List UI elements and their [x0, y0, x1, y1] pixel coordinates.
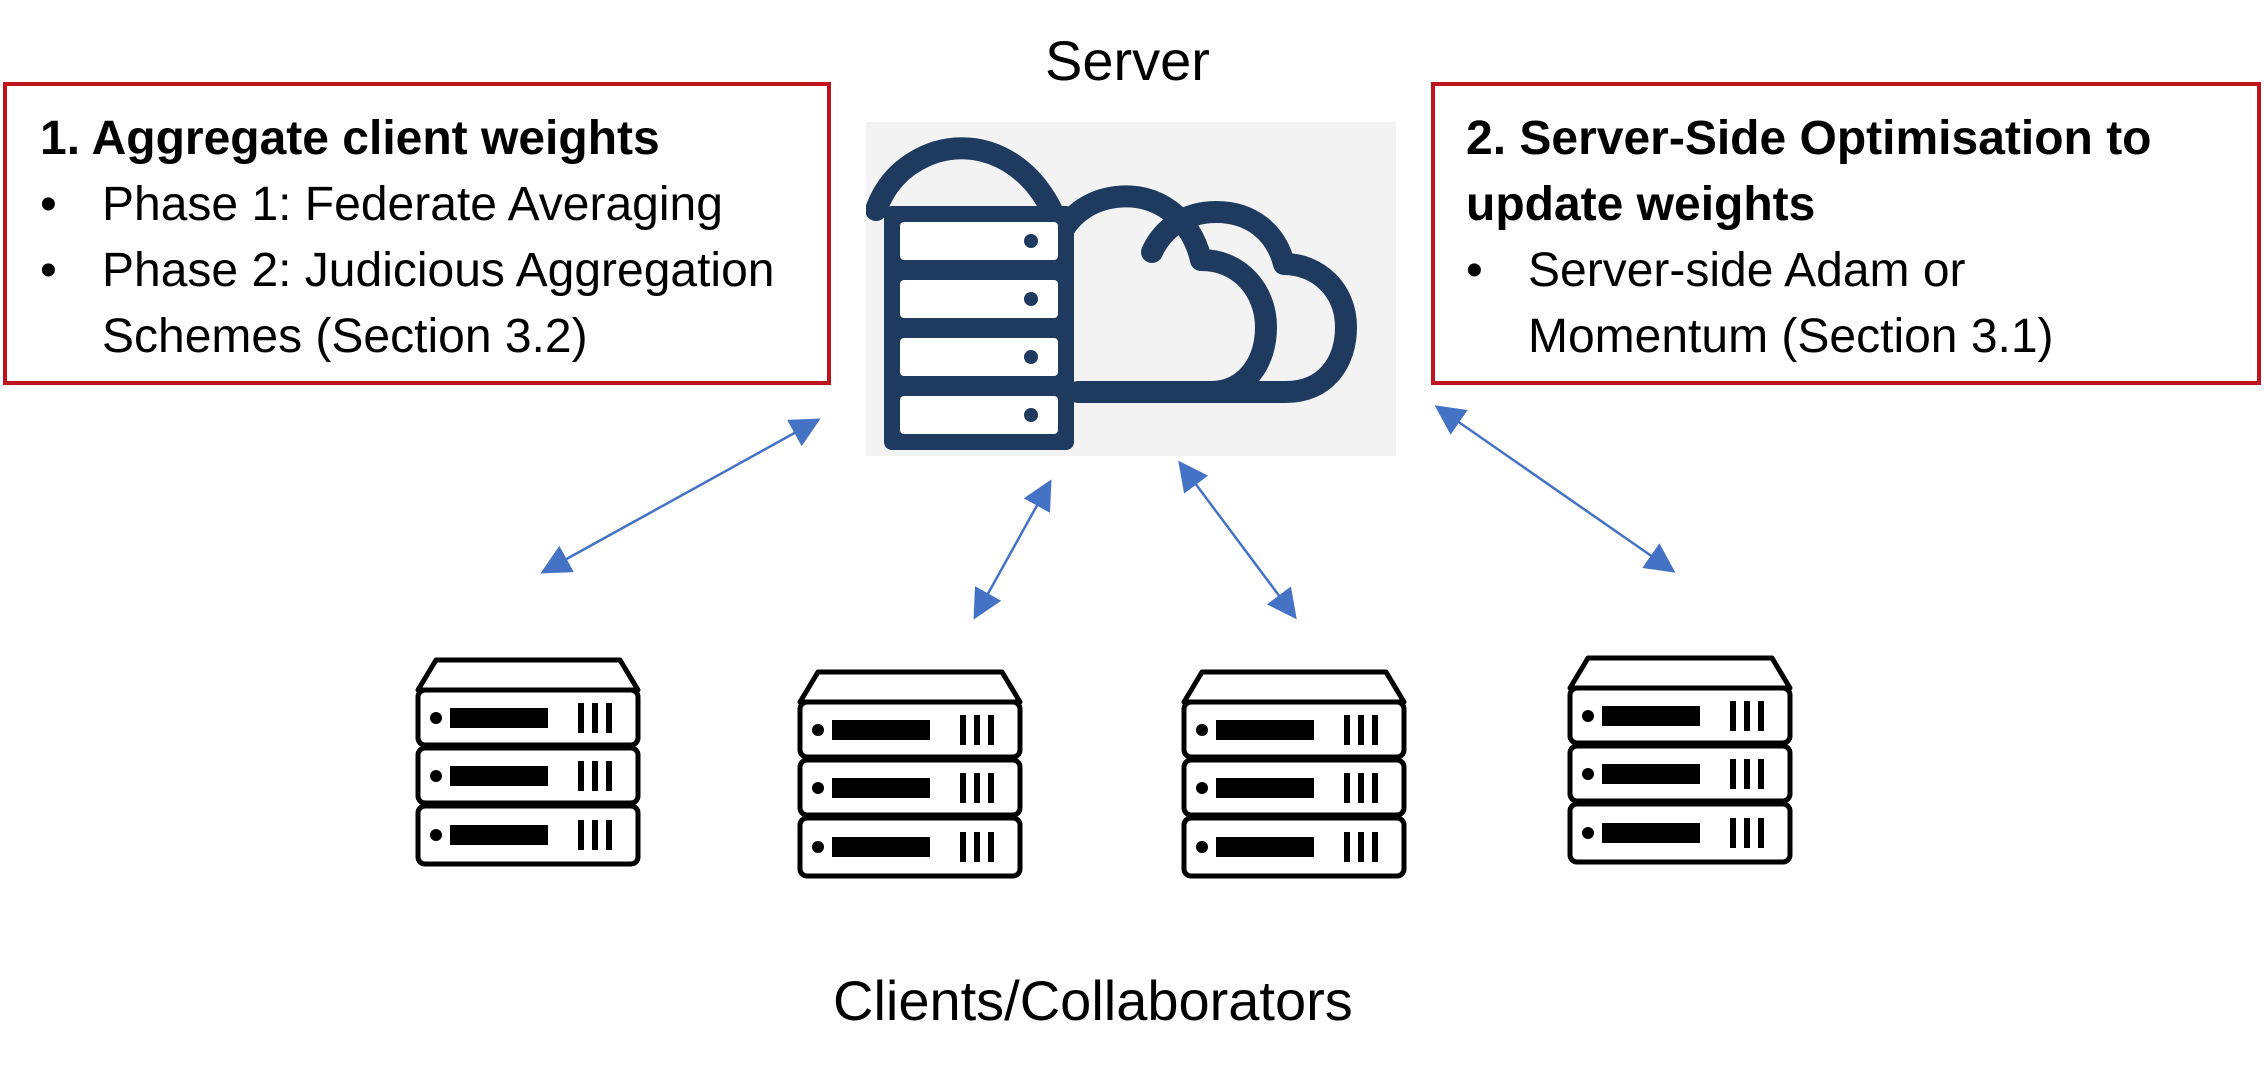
server-rack-icon [1181, 669, 1407, 879]
server-rack-icon [1567, 655, 1793, 865]
server-optimisation-heading-line: 2. Server-Side Optimisation to [1466, 112, 2152, 165]
server-title: Server [1045, 29, 1210, 92]
list-item: • Server-side Adam or Momentum (Section … [1466, 238, 2257, 370]
aggregate-weights-heading-line: 1. Aggregate client weights [40, 112, 660, 165]
arrow-client-3 [1178, 460, 1297, 620]
server-icon-panel [865, 122, 1396, 456]
server-optimisation-list: • Server-side Adam or Momentum (Section … [1466, 238, 2257, 370]
bullet-icon: • [1466, 244, 1483, 297]
list-item: • Phase 2: Judicious Aggregation Schemes… [40, 238, 827, 370]
aggregate-weights-box: 1. Aggregate client weights • Phase 1: F… [3, 82, 831, 385]
list-item: • Phase 1: Federate Averaging [40, 172, 827, 238]
bullet-icon: • [40, 244, 57, 297]
list-item-text: Server-side Adam or [1528, 244, 1966, 297]
cloud-server-icon [865, 137, 1357, 450]
server-optimisation-heading-line: update weights [1466, 178, 1816, 231]
server-optimisation-box: 2. Server-Side Optimisation to update we… [1431, 82, 2261, 385]
arrow-client-4 [1434, 405, 1676, 573]
aggregate-weights-list: • Phase 1: Federate Averaging • Phase 2:… [40, 172, 827, 370]
list-item-text: Phase 2: Judicious Aggregation [102, 244, 775, 297]
arrow-client-2 [973, 479, 1052, 620]
list-item-text: Schemes (Section 3.2) [102, 310, 588, 363]
list-item-text: Momentum (Section 3.1) [1528, 310, 2054, 363]
bullet-icon: • [40, 178, 57, 231]
arrow-client-1 [540, 418, 821, 574]
server-optimisation-heading: 2. Server-Side Optimisation to update we… [1466, 106, 2257, 238]
server-rack-icon [797, 669, 1023, 879]
server-rack-icon [415, 657, 641, 867]
clients-title: Clients/Collaborators [833, 969, 1353, 1032]
list-item-text: Phase 1: Federate Averaging [102, 178, 723, 231]
aggregate-weights-heading: 1. Aggregate client weights [40, 106, 827, 172]
